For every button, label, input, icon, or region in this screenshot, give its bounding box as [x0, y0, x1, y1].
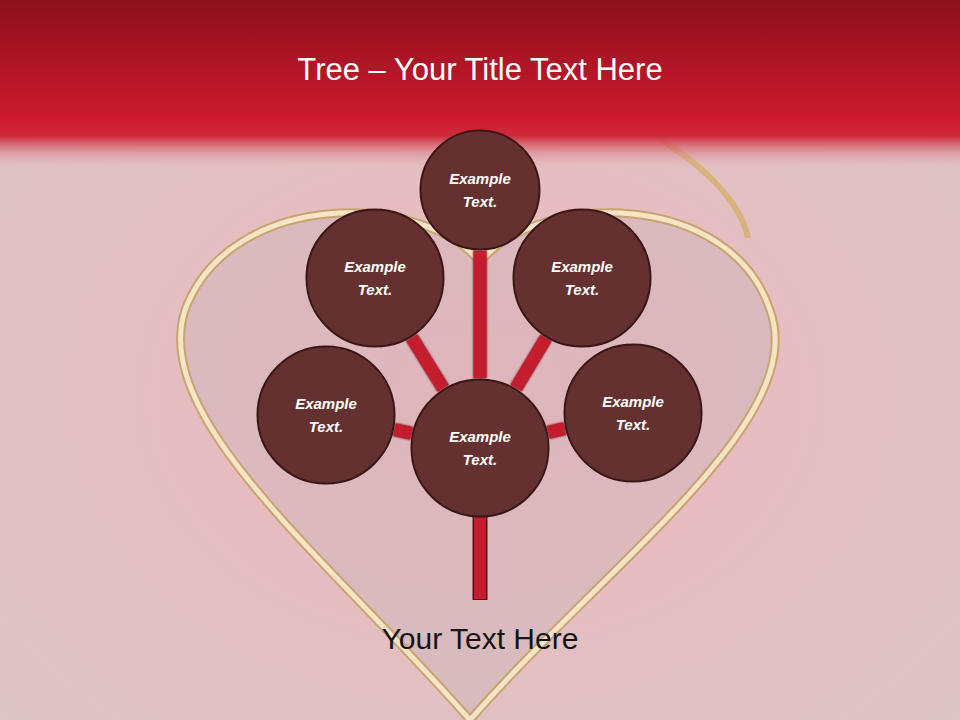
node-text: Example Text. — [440, 167, 520, 214]
circle-shape — [410, 378, 550, 518]
tree-circle: Example Text. — [512, 208, 652, 348]
node-text: Example Text. — [440, 425, 520, 472]
circle-fill — [565, 345, 702, 482]
circle-shape — [305, 208, 445, 348]
tree-circle: Example Text. — [563, 343, 703, 483]
tree-branch — [474, 251, 487, 378]
circle-fill — [412, 380, 549, 517]
circle-shape — [563, 343, 703, 483]
circle-fill — [258, 347, 395, 484]
tree-branch — [412, 338, 443, 389]
circle-shape — [512, 208, 652, 348]
tree-circle: Example Text. — [305, 208, 445, 348]
node-text: Example Text. — [542, 255, 622, 302]
tree-branch — [516, 338, 546, 388]
caption-text: Your Text Here — [0, 622, 960, 656]
node-text: Example Text. — [593, 390, 673, 437]
tree-circle: Example Text. — [419, 129, 541, 251]
trunk-outline — [473, 516, 488, 600]
slide-title: Tree – Your Title Text Here — [0, 52, 960, 88]
tree-circle: Example Text. — [410, 378, 550, 518]
circle-shape — [256, 345, 396, 485]
tree-trunk — [474, 516, 486, 599]
circle-fill — [307, 210, 444, 347]
circle-fill — [514, 210, 651, 347]
tree-branch — [548, 429, 565, 433]
tree-branch — [394, 430, 411, 434]
circle-shape — [419, 129, 541, 251]
circle-fill — [421, 131, 540, 250]
tree-circle: Example Text. — [256, 345, 396, 485]
node-text: Example Text. — [286, 392, 366, 439]
node-text: Example Text. — [335, 255, 415, 302]
